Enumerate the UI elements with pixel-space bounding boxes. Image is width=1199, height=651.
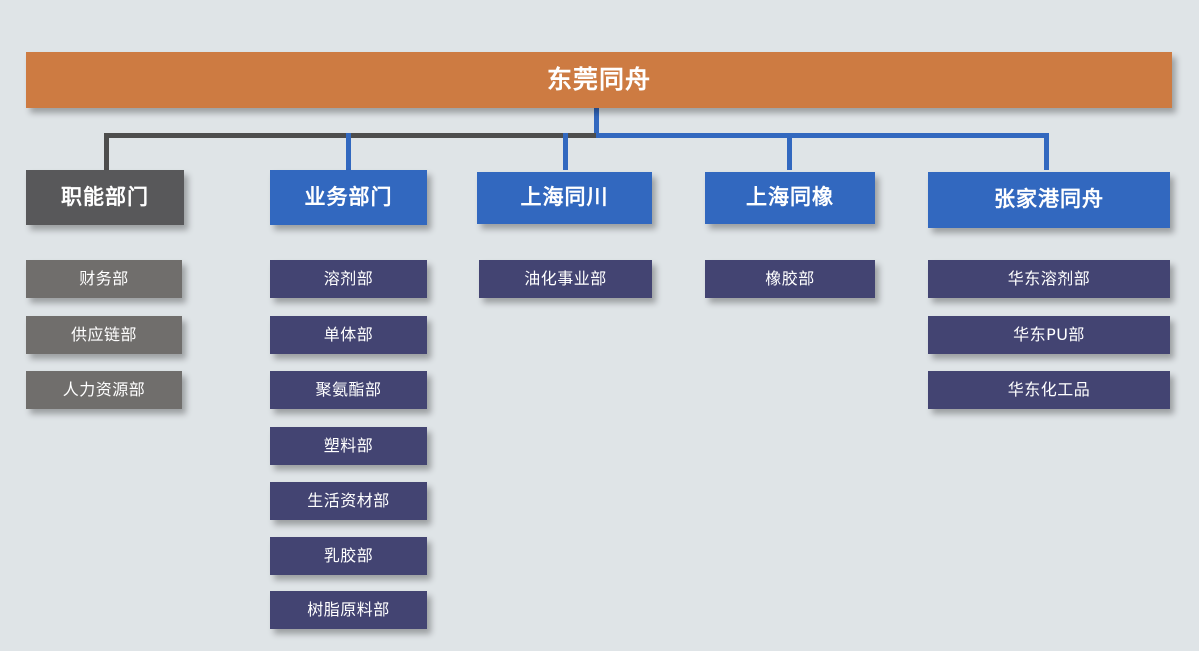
- level3-label-business-1: 单体部: [323, 325, 374, 345]
- connector-drop-business: [346, 133, 351, 170]
- connector-drop-shanghai-tongxiang: [787, 133, 792, 170]
- level3-node-business-2[interactable]: 聚氨酯部: [270, 371, 427, 409]
- level2-label-business: 业务部门: [304, 184, 393, 209]
- level3-label-business-2: 聚氨酯部: [315, 380, 382, 400]
- level3-node-business-1[interactable]: 单体部: [270, 316, 427, 354]
- level3-node-business-4[interactable]: 生活资材部: [270, 482, 427, 520]
- level3-label-functional-1: 供应链部: [70, 325, 137, 345]
- connector-drop-zhangjiagang: [1044, 133, 1049, 170]
- level2-node-shanghai-tongchuan[interactable]: 上海同川: [477, 172, 652, 224]
- level3-label-business-5: 乳胶部: [323, 546, 374, 566]
- level3-node-functional-0[interactable]: 财务部: [26, 260, 182, 298]
- level3-label-zhangjiagang-1: 华东PU部: [1013, 325, 1085, 345]
- level3-label-business-4: 生活资材部: [307, 491, 390, 511]
- level2-label-shanghai-tongchuan: 上海同川: [520, 185, 609, 210]
- level3-node-business-5[interactable]: 乳胶部: [270, 537, 427, 575]
- level3-label-business-3: 塑料部: [323, 436, 374, 456]
- level3-label-shanghai-tongchuan-0: 油化事业部: [524, 269, 607, 289]
- level3-node-zhangjiagang-0[interactable]: 华东溶剂部: [928, 260, 1170, 298]
- level3-label-business-0: 溶剂部: [323, 269, 374, 289]
- level2-label-zhangjiagang-tongzhou: 张家港同舟: [994, 187, 1104, 212]
- level2-label-shanghai-tongxiang: 上海同橡: [746, 185, 834, 210]
- connector-bus-blue: [596, 133, 1049, 138]
- level3-node-business-6[interactable]: 树脂原料部: [270, 591, 427, 629]
- level2-label-functional: 职能部门: [61, 184, 149, 209]
- level3-label-zhangjiagang-2: 华东化工品: [1007, 380, 1091, 400]
- connector-drop-shanghai-tongchuan: [563, 133, 568, 170]
- level2-node-functional[interactable]: 职能部门: [26, 170, 184, 225]
- level3-node-business-0[interactable]: 溶剂部: [270, 260, 427, 298]
- level3-label-functional-0: 财务部: [79, 269, 129, 289]
- root-node[interactable]: 东莞同舟: [26, 52, 1172, 108]
- level3-label-zhangjiagang-0: 华东溶剂部: [1007, 269, 1091, 289]
- level3-node-shanghai-tongxiang-0[interactable]: 橡胶部: [705, 260, 875, 298]
- level2-node-business[interactable]: 业务部门: [270, 170, 427, 225]
- level3-node-business-3[interactable]: 塑料部: [270, 427, 427, 465]
- level3-node-zhangjiagang-1[interactable]: 华东PU部: [928, 316, 1170, 354]
- level3-node-functional-1[interactable]: 供应链部: [26, 316, 182, 354]
- connector-drop-functional: [104, 133, 109, 170]
- connector-root-stem: [594, 108, 599, 138]
- level3-label-business-6: 树脂原料部: [307, 600, 390, 620]
- level2-node-zhangjiagang-tongzhou[interactable]: 张家港同舟: [928, 172, 1170, 228]
- level3-label-shanghai-tongxiang-0: 橡胶部: [765, 269, 815, 289]
- level3-node-shanghai-tongchuan-0[interactable]: 油化事业部: [479, 260, 652, 298]
- level3-node-functional-2[interactable]: 人力资源部: [26, 371, 182, 409]
- level3-label-functional-2: 人力资源部: [62, 380, 146, 400]
- root-node-label: 东莞同舟: [546, 65, 651, 95]
- level2-node-shanghai-tongxiang[interactable]: 上海同橡: [705, 172, 875, 224]
- level3-node-zhangjiagang-2[interactable]: 华东化工品: [928, 371, 1170, 409]
